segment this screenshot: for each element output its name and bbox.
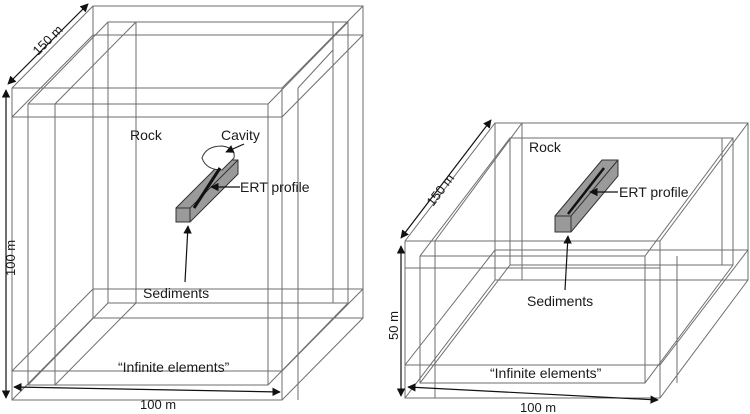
- left-rock-label: Rock: [130, 127, 163, 143]
- left-width-label: 100 m: [140, 397, 176, 412]
- left-model: Rock Cavity ERT profile Sediments “Infin…: [1, 3, 364, 412]
- right-height-label: 50 m: [386, 311, 401, 340]
- left-infinite-elements-label: “Infinite elements”: [118, 359, 230, 375]
- right-rock-label: Rock: [529, 139, 562, 155]
- right-infinite-elements-label: “Infinite elements”: [490, 365, 602, 381]
- right-depth-dimension-arrow: [400, 119, 492, 239]
- left-ert-profile-line: [192, 167, 222, 209]
- left-height-label: 100 m: [3, 240, 18, 276]
- left-cavity-arrow: [225, 143, 245, 153]
- right-width-label: 100 m: [520, 400, 556, 414]
- left-model-wireframe: [11, 5, 364, 401]
- left-cavity-label: Cavity: [221, 127, 260, 143]
- left-width-dimension-arrow: [13, 382, 281, 397]
- left-sediment-body: [175, 159, 239, 223]
- right-ert-profile-line: [567, 167, 605, 215]
- right-model-wireframe: [404, 122, 749, 399]
- right-depth-label: 150 m: [423, 171, 457, 209]
- right-sediments-label: Sediments: [527, 293, 593, 309]
- left-ert-profile-label: ERT profile: [240, 179, 310, 195]
- right-sediments-arrow: [563, 235, 572, 291]
- left-depth-dimension-arrow: [7, 3, 89, 85]
- right-ert-profile-label: ERT profile: [619, 184, 689, 200]
- right-width-dimension-arrow: [407, 383, 659, 404]
- right-sediment-body: [554, 159, 619, 233]
- left-depth-label: 150 m: [30, 22, 66, 58]
- left-sediments-arrow: [183, 225, 192, 283]
- left-sediments-label: Sediments: [143, 285, 209, 301]
- right-model: Rock ERT profile Sediments “Infinite ele…: [386, 119, 749, 414]
